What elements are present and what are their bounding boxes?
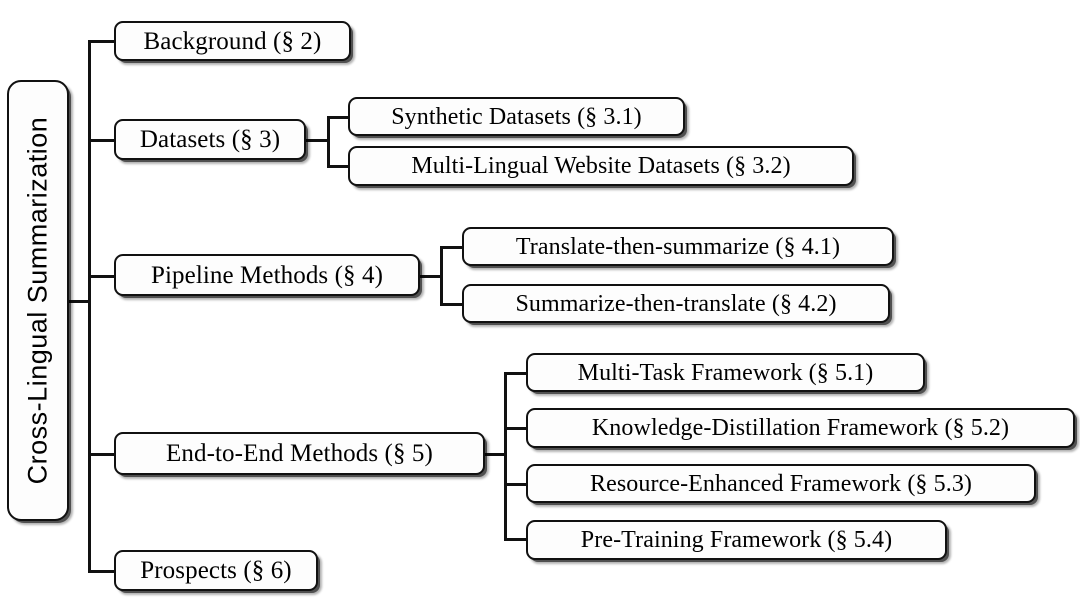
connector-endtoend-out (483, 453, 507, 456)
connector-pipeline-child-1 (440, 246, 465, 249)
node-end-to-end-methods[interactable]: End-to-End Methods (§ 5) (114, 432, 485, 475)
node-prospects[interactable]: Prospects (§ 6) (114, 550, 318, 591)
node-background[interactable]: Background (§ 2) (114, 21, 351, 61)
node-summarize-then-translate[interactable]: Summarize-then-translate (§ 4.2) (462, 284, 890, 323)
connector-pipeline-out (418, 275, 443, 278)
node-prospects-label: Prospects (§ 6) (140, 557, 292, 584)
connector-trunk-background (88, 40, 116, 43)
node-pre-training-framework-label: Pre-Training Framework (§ 5.4) (580, 527, 893, 553)
node-pipeline-methods-label: Pipeline Methods (§ 4) (150, 261, 384, 289)
node-datasets-label: Datasets (§ 3) (139, 126, 281, 153)
connector-endtoend-spine (504, 372, 507, 540)
node-background-label: Background (§ 2) (143, 27, 322, 55)
node-multi-lingual-website-datasets[interactable]: Multi-Lingual Website Datasets (§ 3.2) (348, 146, 854, 186)
node-pipeline-methods[interactable]: Pipeline Methods (§ 4) (114, 254, 420, 296)
node-knowledge-distillation-framework-label: Knowledge-Distillation Framework (§ 5.2) (591, 415, 1010, 441)
connector-endtoend-child-3 (504, 483, 529, 486)
connector-datasets-spine (327, 116, 330, 166)
node-datasets[interactable]: Datasets (§ 3) (114, 119, 306, 160)
root-node-cross-lingual-summarization[interactable]: Cross-Lingual Summarization (7, 80, 69, 521)
connector-pipeline-child-2 (440, 303, 465, 306)
root-node-label: Cross-Lingual Summarization (22, 116, 53, 485)
node-translate-then-summarize-label: Translate-then-summarize (§ 4.1) (515, 233, 841, 260)
node-multi-task-framework-label: Multi-Task Framework (§ 5.1) (577, 359, 874, 386)
node-resource-enhanced-framework-label: Resource-Enhanced Framework (§ 5.3) (589, 470, 973, 497)
node-end-to-end-methods-label: End-to-End Methods (§ 5) (166, 440, 433, 467)
connector-pipeline-spine (440, 246, 443, 305)
connector-endtoend-child-1 (504, 372, 529, 375)
node-synthetic-datasets[interactable]: Synthetic Datasets (§ 3.1) (348, 97, 685, 136)
connector-endtoend-child-2 (504, 427, 529, 430)
connector-main-trunk (88, 41, 91, 571)
connector-trunk-datasets (88, 139, 116, 142)
connector-trunk-end-to-end (88, 453, 116, 456)
connector-datasets-child-2 (327, 165, 351, 168)
node-multi-lingual-website-datasets-label: Multi-Lingual Website Datasets (§ 3.2) (411, 153, 791, 179)
node-multi-task-framework[interactable]: Multi-Task Framework (§ 5.1) (526, 353, 925, 392)
connector-datasets-out (304, 139, 330, 142)
node-synthetic-datasets-label: Synthetic Datasets (§ 3.1) (391, 103, 642, 130)
node-pre-training-framework[interactable]: Pre-Training Framework (§ 5.4) (526, 520, 947, 560)
node-translate-then-summarize[interactable]: Translate-then-summarize (§ 4.1) (462, 227, 894, 266)
connector-endtoend-child-4 (504, 538, 529, 541)
connector-trunk-prospects (88, 570, 116, 573)
node-resource-enhanced-framework[interactable]: Resource-Enhanced Framework (§ 5.3) (526, 464, 1036, 503)
connector-root-stub (68, 300, 91, 303)
connector-trunk-pipeline (88, 275, 116, 278)
connector-datasets-child-1 (327, 116, 351, 119)
node-knowledge-distillation-framework[interactable]: Knowledge-Distillation Framework (§ 5.2) (526, 408, 1075, 448)
node-summarize-then-translate-label: Summarize-then-translate (§ 4.2) (515, 290, 837, 317)
